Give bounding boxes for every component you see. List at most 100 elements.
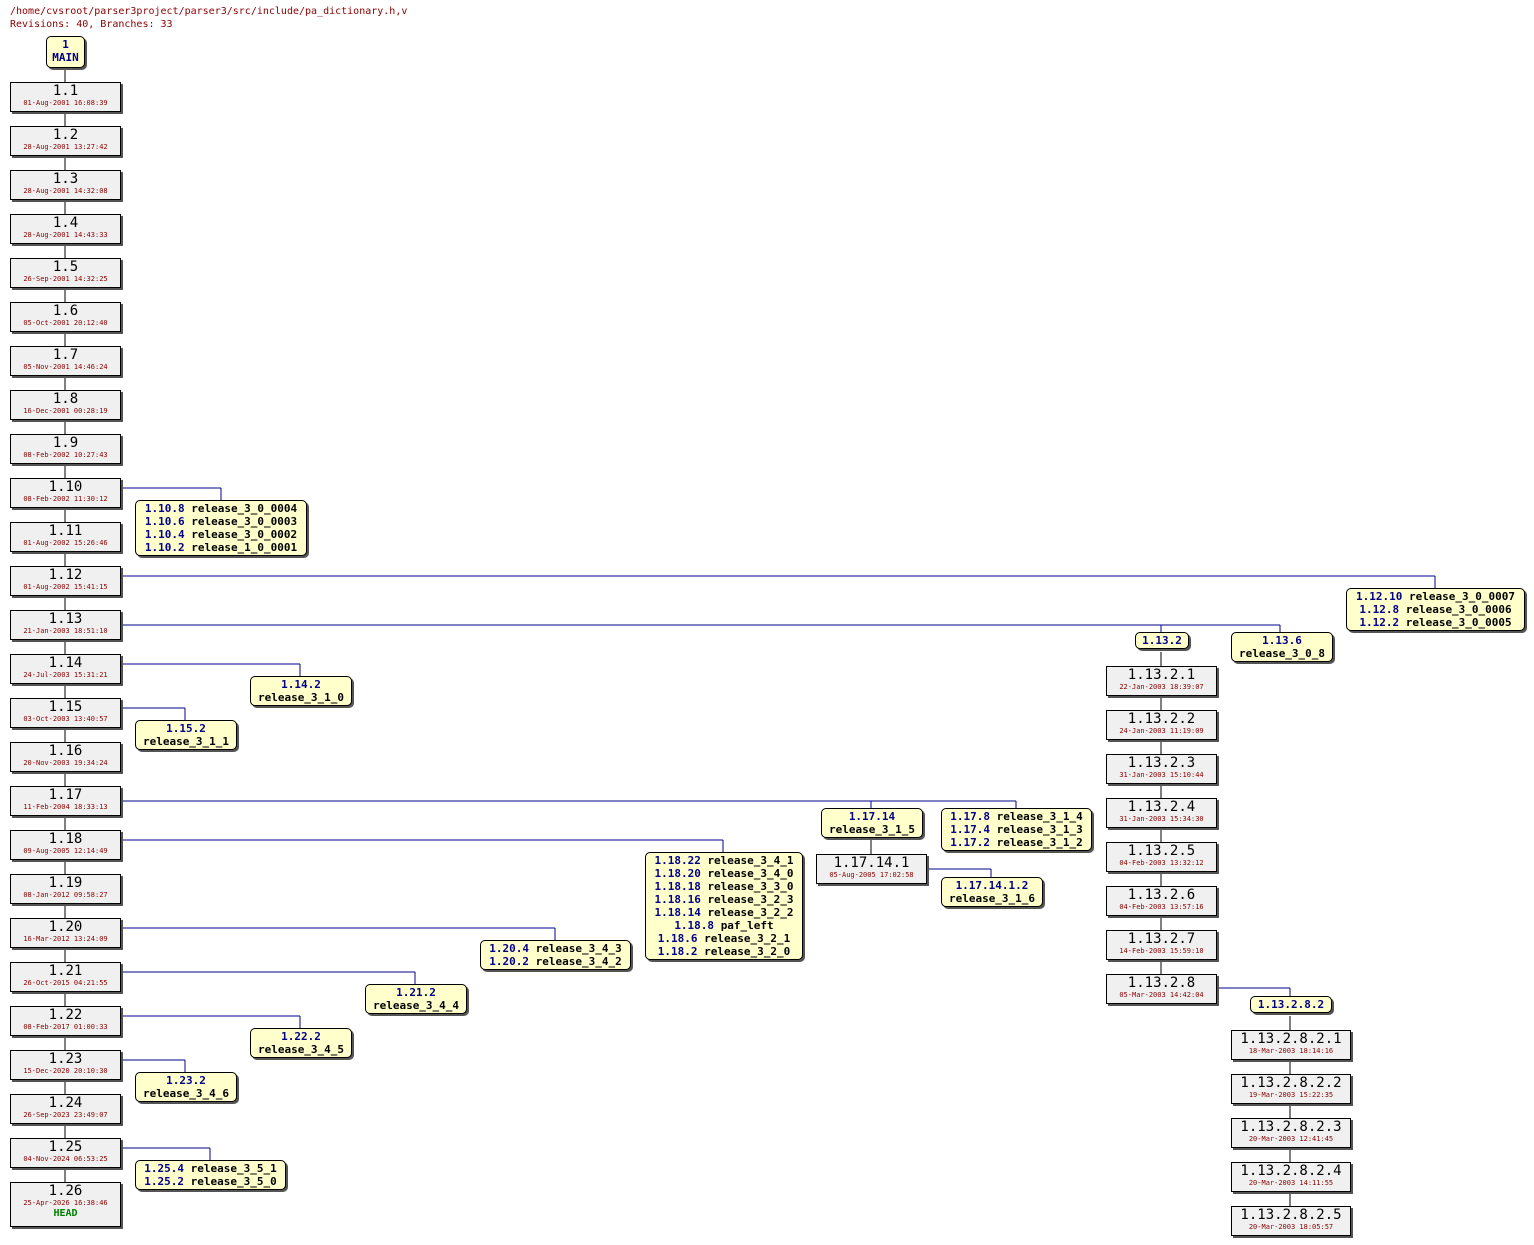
revision-date: 31-Jan-2003 15:34:30	[1119, 815, 1204, 823]
branch-tag-box[interactable]: 1.13.2.8.2	[1250, 996, 1332, 1013]
tag-revision: 1.17.8	[950, 810, 991, 823]
tag-row: release_3_0_8	[1236, 647, 1328, 660]
revision-number: 1.13.2.2	[1127, 711, 1196, 727]
revision-number: 1.2	[52, 127, 79, 143]
revision-date: 04-Feb-2003 13:32:12	[1119, 859, 1204, 867]
tag-name: release_3_1_6	[948, 892, 1036, 905]
tag-name: release_3_3_0	[707, 880, 794, 893]
tag-revision: 1.18.14	[654, 906, 701, 919]
tag-revision: 1.12.2	[1359, 616, 1400, 629]
tag-name: release_3_2_3	[707, 893, 794, 906]
tag-row: release_3_1_6	[946, 892, 1038, 905]
revision-date: 20-Mar-2003 14:11:55	[1248, 1179, 1334, 1187]
revision-number: 1.7	[52, 347, 79, 363]
tag-name: release_3_5_0	[190, 1175, 277, 1188]
revision-date: 24-Jul-2003 15:31:21	[23, 671, 108, 679]
revision-date: 22-Jan-2003 18:39:07	[1119, 683, 1204, 691]
tag-revision: 1.18.16	[654, 893, 701, 906]
revision-date: 28-Aug-2001 14:32:08	[23, 187, 108, 195]
tag-name: release_3_1_0	[257, 691, 345, 704]
branch-tag-box[interactable]: 1.13.2	[1135, 632, 1189, 649]
tag-row: 1.21.2	[370, 986, 462, 999]
revision-number: 1.3	[52, 171, 79, 187]
main-branch-tag[interactable]: 1 MAIN	[46, 36, 85, 68]
revision-date: 14-Feb-2003 15:59:10	[1119, 947, 1204, 955]
graph-header: /home/cvsroot/parser3project/parser3/src…	[10, 5, 407, 31]
revision-date: 08-Jan-2012 09:58:27	[23, 891, 108, 899]
revision-number: 1.10	[48, 479, 83, 495]
revision-date: 28-Aug-2001 13:27:42	[23, 143, 108, 151]
tag-name: release_3_0_0005	[1405, 616, 1512, 629]
tag-name: release_3_2_0	[704, 945, 791, 958]
tag-name: release_3_1_5	[828, 823, 916, 836]
tag-revision: 1.23.2	[166, 1074, 206, 1087]
revision-number: 1.5	[52, 259, 79, 275]
revision-date: 18-Mar-2003 18:14:16	[1248, 1047, 1334, 1055]
tag-name: release_3_4_1	[707, 854, 794, 867]
tag-revision: 1.10.6	[144, 515, 185, 528]
tag-name: release_3_0_8	[1238, 647, 1326, 660]
tag-revision: 1.21.2	[396, 986, 436, 999]
tag-revision: 1.20.4	[489, 942, 530, 955]
tag-name: release_3_0_0004	[191, 502, 298, 515]
tag-name: release_1_0_0001	[191, 541, 298, 554]
tag-row: 1.10.8 release_3_0_0004	[140, 502, 302, 515]
tag-row: 1.14.2	[255, 678, 347, 691]
